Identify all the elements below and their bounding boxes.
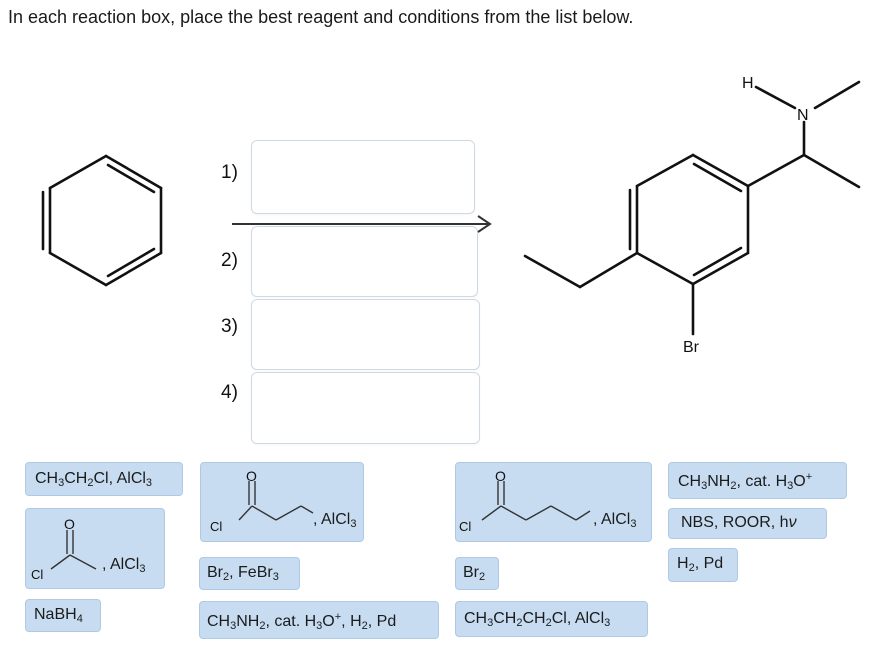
- reagent-text: NaBH: [34, 606, 77, 623]
- atom-h: H: [742, 75, 754, 92]
- reagent-text: NBS, ROOR, h: [681, 514, 789, 531]
- reagent-text: CH: [678, 473, 702, 490]
- step-label-3: 3): [221, 316, 238, 337]
- product-structure: H N Br: [523, 75, 861, 356]
- reagent-text: NH: [707, 473, 731, 490]
- atom-br: Br: [683, 339, 700, 356]
- atom-cl: Cl: [31, 567, 43, 582]
- acetyl-chloride-structure: O Cl: [31, 516, 97, 582]
- reagent-text: H: [677, 555, 689, 572]
- propanoyl-chloride-structure: O Cl: [210, 468, 314, 534]
- reagent-text: , AlCl: [102, 556, 140, 573]
- reagent-text: CH: [35, 470, 59, 487]
- reagent-text: , H: [341, 613, 362, 630]
- reagent-nabh4[interactable]: NaBH4: [25, 599, 101, 632]
- subscript: 3: [701, 480, 708, 492]
- benzene-structure: [41, 154, 163, 287]
- reagent-text: CH: [64, 470, 88, 487]
- subscript: 2: [688, 562, 695, 574]
- subscript: 3: [487, 617, 494, 629]
- reagent-text: CH: [493, 610, 517, 627]
- reagent-nbs-roor-hv[interactable]: NBS, ROOR, hν: [668, 508, 827, 539]
- subscript: 3: [139, 563, 146, 575]
- reagent-text: Cl, AlCl: [551, 610, 605, 627]
- subscript: 3: [604, 617, 611, 629]
- reagent-br2[interactable]: Br2: [455, 557, 499, 590]
- reaction-box-1[interactable]: [251, 140, 475, 214]
- reagent-butanoyl-chloride-alcl3[interactable]: O Cl , AlCl3: [455, 462, 652, 542]
- atom-n: N: [797, 107, 809, 124]
- reagent-br2-febr3[interactable]: Br2, FeBr3: [199, 557, 300, 590]
- reagent-propyl-chloride-alcl3[interactable]: CH3CH2CH2Cl, AlCl3: [455, 601, 648, 637]
- reagent-text: CH: [522, 610, 546, 627]
- subscript: 2: [516, 617, 523, 629]
- subscript: 3: [350, 518, 357, 530]
- reagent-text: Cl, AlCl: [93, 470, 146, 487]
- subscript: 3: [145, 477, 153, 489]
- reagent-text: Br: [207, 564, 223, 581]
- step-label-1: 1): [221, 162, 238, 183]
- step-label-2: 2): [221, 250, 238, 271]
- subscript: 2: [223, 571, 230, 583]
- reagent-text: , AlCl: [313, 511, 351, 528]
- superscript: +: [334, 611, 342, 623]
- reaction-arrow: [232, 215, 492, 233]
- reagent-text: , Pd: [367, 613, 397, 630]
- subscript: 4: [76, 613, 83, 625]
- subscript: 3: [787, 480, 794, 492]
- subscript: 2: [479, 571, 486, 583]
- reagent-text: O: [793, 473, 806, 490]
- reagent-text: ν: [788, 514, 797, 531]
- atom-o: O: [246, 468, 257, 484]
- reaction-box-2[interactable]: [251, 226, 478, 297]
- reaction-box-4[interactable]: [251, 372, 480, 444]
- reagent-h2-pd[interactable]: H2, Pd: [668, 548, 738, 582]
- subscript: 3: [230, 620, 237, 632]
- reagent-text: NH: [236, 613, 260, 630]
- reagent-text: Br: [463, 564, 479, 581]
- subscript: 2: [545, 617, 552, 629]
- subscript: 3: [272, 571, 279, 583]
- subscript: 3: [630, 518, 637, 530]
- butanoyl-chloride-structure: O Cl: [459, 468, 591, 534]
- subscript: 2: [87, 477, 94, 489]
- atom-o: O: [495, 468, 506, 484]
- reagent-propanoyl-chloride-alcl3[interactable]: O Cl , AlCl3: [200, 462, 364, 542]
- atom-o: O: [64, 516, 75, 532]
- atom-cl: Cl: [210, 519, 222, 534]
- reaction-box-3[interactable]: [251, 299, 480, 370]
- reagent-ethyl-chloride-alcl3[interactable]: CH3CH2Cl, AlCl3: [25, 462, 183, 496]
- reagent-text: , Pd: [694, 555, 724, 572]
- subscript: 2: [259, 620, 266, 632]
- reagent-text: , cat. H: [265, 613, 317, 630]
- reagent-methylamine-acid[interactable]: CH3NH2, cat. H3O+: [668, 462, 847, 499]
- reagent-text: , FeBr: [229, 564, 273, 581]
- superscript: +: [805, 471, 813, 483]
- subscript: 2: [730, 480, 737, 492]
- reagent-methylamine-acid-h2-pd[interactable]: CH3NH2, cat. H3O+, H2, Pd: [199, 601, 439, 639]
- subscript: 2: [361, 620, 368, 632]
- atom-cl: Cl: [459, 519, 471, 534]
- reagent-text: CH: [464, 610, 488, 627]
- reagent-text: O: [322, 613, 335, 630]
- reagent-text: , AlCl: [593, 511, 631, 528]
- instruction-text: In each reaction box, place the best rea…: [8, 7, 634, 27]
- step-label-4: 4): [221, 382, 238, 403]
- reagent-text: , cat. H: [736, 473, 788, 490]
- subscript: 3: [58, 477, 65, 489]
- reagent-acetyl-chloride-alcl3[interactable]: O Cl , AlCl3: [25, 508, 165, 589]
- reagent-text: CH: [207, 613, 231, 630]
- subscript: 3: [316, 620, 323, 632]
